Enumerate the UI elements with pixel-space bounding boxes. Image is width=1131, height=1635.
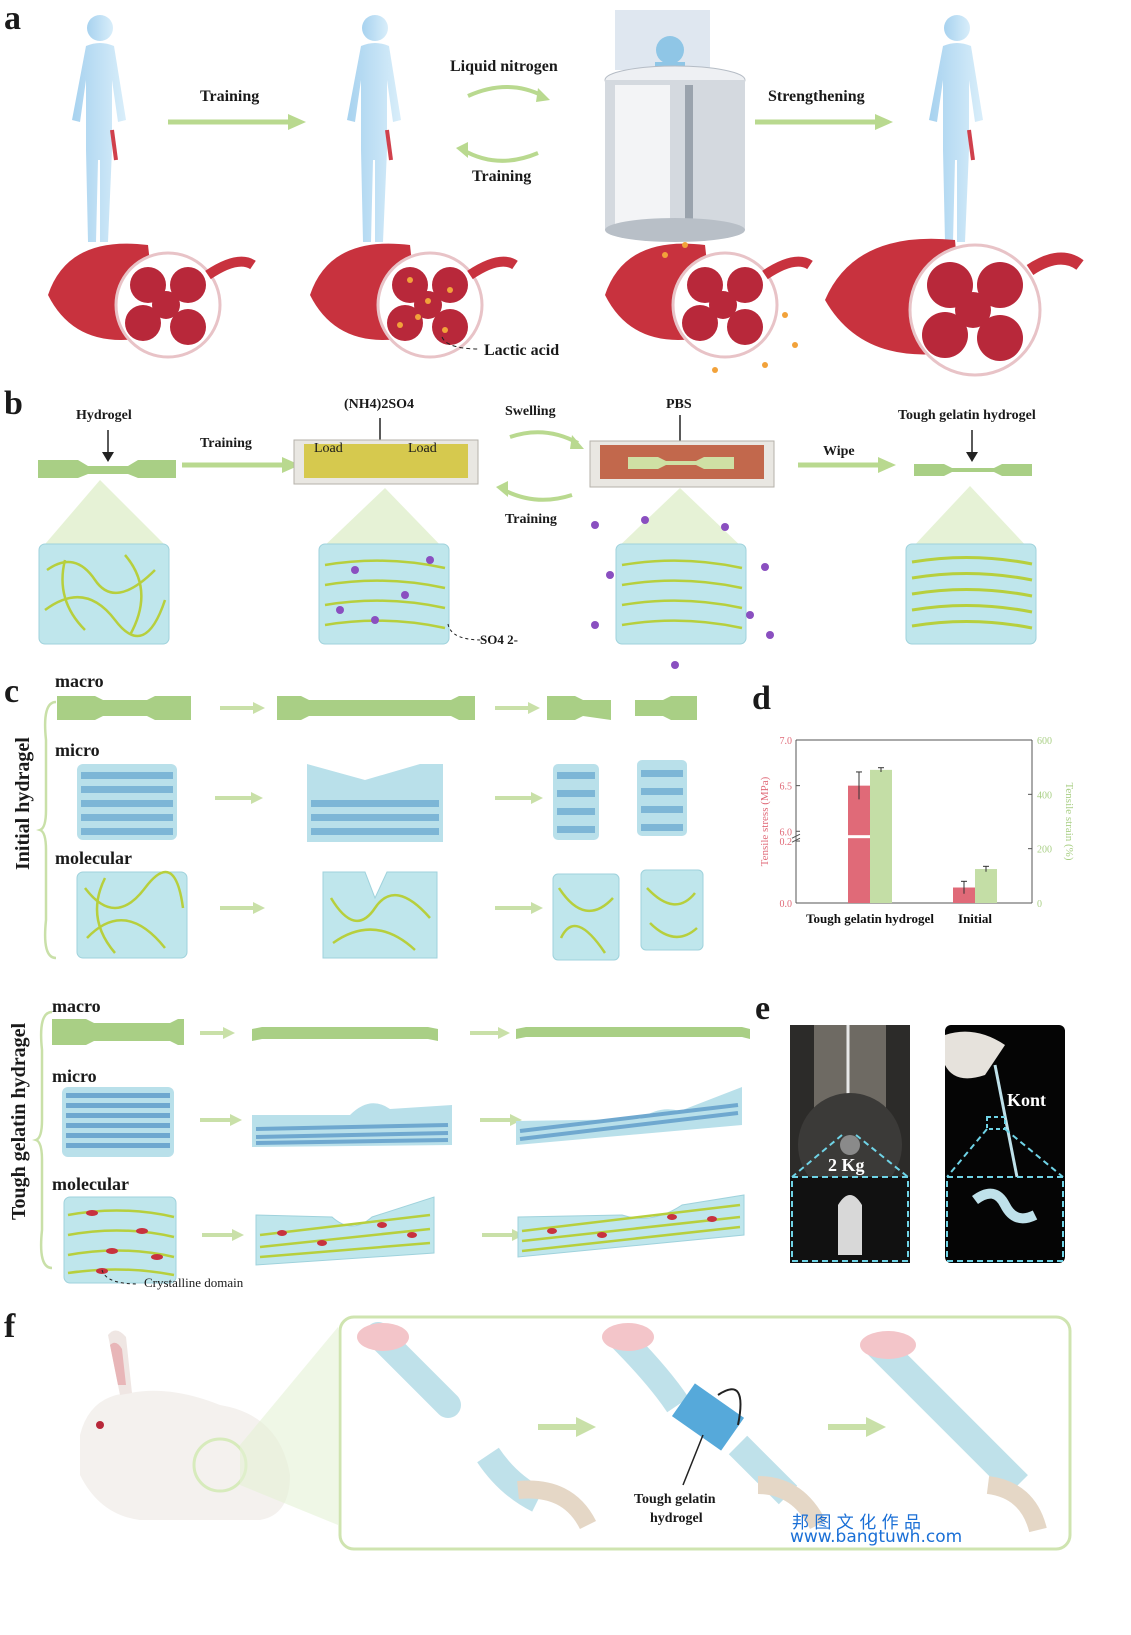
photo-knot — [945, 1025, 1065, 1263]
hydrogel-dogbone-1 — [38, 430, 176, 478]
pbs-tray — [589, 415, 775, 488]
panel-b-letter: b — [4, 385, 23, 422]
group-label-initial: Initial hydragel — [12, 737, 34, 870]
brace-tough — [32, 1010, 53, 1270]
salt-tray — [293, 418, 479, 485]
lactic-acid-leader — [441, 336, 481, 350]
bar-stress — [848, 785, 870, 903]
group-label-tough: Tough gelatin hydragel — [8, 1022, 30, 1220]
label-b-training-back: Training — [505, 512, 557, 527]
label-c-molecular-2: molecular — [52, 1174, 129, 1194]
label-b-pbs: PBS — [666, 397, 692, 412]
label-b-wipe: Wipe — [823, 444, 855, 459]
label-a-lactic-acid: Lactic acid — [484, 342, 560, 359]
label-e-knot: Kont — [1007, 1090, 1047, 1110]
label-b-training: Training — [200, 436, 252, 451]
panel-c-letter: c — [4, 673, 20, 710]
arrow-b-training — [182, 457, 300, 473]
bar-stress — [953, 887, 975, 903]
label-a-liquid-nitrogen: Liquid nitrogen — [450, 58, 558, 75]
label-b-hydrogel: Hydrogel — [76, 408, 132, 423]
gel-block-b4 — [905, 543, 1037, 645]
ylabel-right: Tensile strain (%) — [1063, 782, 1075, 860]
arrow-b-wipe — [798, 457, 896, 473]
axis-break-mark — [791, 833, 801, 839]
brace-initial — [36, 700, 57, 960]
tick-label-left: 0.0 — [780, 899, 793, 910]
panel-a-letter: a — [4, 0, 21, 37]
tough-molecular-row — [63, 1194, 745, 1284]
muscle-3 — [605, 242, 813, 373]
crystalline-leader — [101, 1269, 139, 1285]
cones-b — [40, 480, 1030, 550]
category-label: Initial — [958, 911, 992, 926]
label-b-load-left: Load — [314, 441, 343, 456]
gel-block-b3 — [615, 543, 747, 645]
category-label: Tough gelatin hydrogel — [806, 911, 934, 926]
panel-e-letter: e — [755, 990, 771, 1027]
label-a-training-back: Training — [472, 168, 532, 185]
label-b-tough: Tough gelatin hydrogel — [898, 408, 1036, 423]
ylabel-left: Tensile stress (MPa) — [759, 776, 771, 866]
tough-dogbone-b — [914, 430, 1032, 476]
tick-label-right: 0 — [1037, 899, 1042, 910]
label-c-micro-1: micro — [55, 740, 100, 760]
initial-molecular-row — [76, 869, 704, 961]
label-c-macro-2: macro — [52, 996, 101, 1016]
surgery-box — [338, 1315, 1072, 1551]
tick-label-left: 7.0 — [780, 736, 793, 747]
tick-label-right: 200 — [1037, 845, 1052, 856]
cycle-arrows-a — [456, 85, 550, 163]
tough-micro-row — [62, 1087, 742, 1157]
muscle-4 — [825, 238, 1084, 377]
label-b-load-right: Load — [408, 441, 437, 456]
initial-macro-row — [57, 696, 697, 720]
label-c-crystalline: Crystalline domain — [144, 1275, 244, 1290]
label-a-strengthening: Strengthening — [768, 88, 865, 105]
label-e-weight: 2 Kg — [828, 1155, 865, 1175]
label-b-salt: (NH4)2SO4 — [344, 397, 414, 412]
tick-label-right: 400 — [1037, 790, 1052, 801]
bar-strain — [870, 769, 892, 903]
initial-micro-row — [77, 760, 687, 842]
arrow-a-training — [168, 114, 306, 130]
human-figure-4 — [929, 15, 983, 242]
label-c-macro-1: macro — [55, 671, 104, 691]
label-c-micro-2: micro — [52, 1066, 97, 1086]
arrow-a-strengthening — [755, 114, 893, 130]
bar-strain — [975, 869, 997, 903]
tough-macro-row — [52, 1019, 750, 1045]
watermark-line2: www.bangtuwh.com — [790, 1527, 963, 1547]
tick-label-left: 6.0 — [780, 827, 793, 838]
human-figure-2 — [347, 15, 401, 242]
ions-escape — [591, 516, 774, 669]
cycle-arrows-b — [496, 430, 584, 502]
ion-leader — [447, 623, 483, 641]
label-c-molecular-1: molecular — [55, 848, 132, 868]
panel-f-letter: f — [4, 1308, 16, 1345]
muscle-1 — [48, 243, 256, 359]
label-b-swelling: Swelling — [505, 404, 556, 419]
label-b-ion: SO4 2- — [480, 632, 518, 647]
tick-label-right: 600 — [1037, 736, 1052, 747]
gel-block-b1 — [38, 543, 170, 645]
muscle-2 — [310, 243, 518, 359]
label-f-tough-2: hydrogel — [650, 1511, 703, 1526]
gel-block-b2 — [318, 543, 450, 645]
photo-weight — [790, 1025, 910, 1263]
bar-break — [848, 835, 870, 839]
tick-label-left: 6.5 — [780, 782, 793, 793]
label-a-training: Training — [200, 88, 260, 105]
axis-break-mark — [791, 837, 801, 843]
rabbit — [80, 1327, 338, 1525]
panel-d-letter: d — [752, 680, 771, 717]
label-f-tough-1: Tough gelatin — [634, 1492, 716, 1507]
cryo-chamber — [604, 10, 746, 242]
watermark-line1: 邦 图 文 化 作 品 — [792, 1513, 922, 1533]
tick-label-left: 0.2 — [780, 837, 793, 848]
human-figure-1 — [72, 15, 126, 242]
